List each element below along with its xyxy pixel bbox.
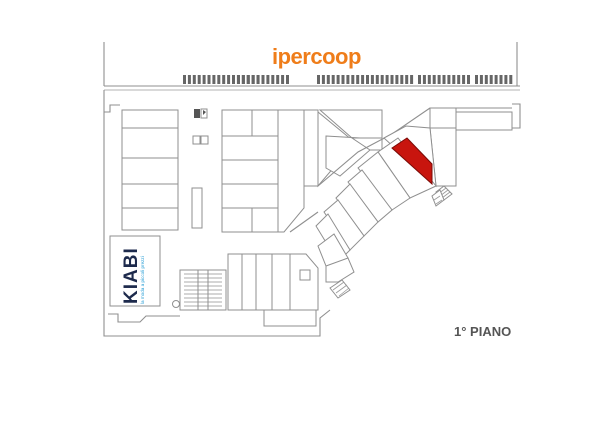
parking-stall: [390, 75, 394, 84]
parking-stall: [410, 75, 414, 84]
central-units[interactable]: [221, 109, 383, 233]
parking-stall: [187, 75, 191, 84]
parking-stall: [442, 75, 446, 84]
parking-stall: [321, 75, 325, 84]
parking-stall: [271, 75, 275, 84]
parking-stall: [385, 75, 389, 84]
escalator-icon: [431, 185, 453, 207]
parking-stall: [241, 75, 245, 84]
kiabi-logo: KIABI: [121, 247, 142, 304]
parking-stall: [202, 75, 206, 84]
service-icons: [191, 108, 209, 229]
parking-stall: [437, 75, 441, 84]
parking-stall: [475, 75, 478, 84]
parking-stall: [484, 75, 488, 84]
parking-stall: [281, 75, 285, 84]
parking-stall: [405, 75, 409, 84]
parking-stall: [336, 75, 340, 84]
parking-stall: [422, 75, 426, 84]
ipercoop-logo: ipercoop: [272, 44, 361, 69]
escalator-bank: [172, 269, 227, 311]
parking-stall: [366, 75, 369, 84]
parking-stall: [494, 75, 498, 84]
parking-stall: [457, 75, 461, 84]
parking-stall: [232, 75, 235, 84]
parking-stall: [400, 75, 404, 84]
parking-stall: [183, 75, 186, 84]
parking-stall: [346, 75, 350, 84]
parking-stall: [222, 75, 226, 84]
parking-stall: [489, 75, 493, 84]
left-units[interactable]: [109, 109, 179, 307]
parking-stall: [432, 75, 436, 84]
highlighted-store[interactable]: [391, 137, 433, 186]
parking-stall: [499, 75, 503, 84]
elevator-icon: [192, 135, 209, 145]
parking-stall: [479, 75, 483, 84]
parking-stall: [237, 75, 240, 84]
parking-stall: [251, 75, 255, 84]
kiabi-tagline: la moda a piccoli prezzi: [140, 256, 145, 304]
stairs-block: [191, 187, 203, 229]
parking-stall: [326, 75, 330, 84]
parking-stall: [509, 75, 513, 84]
stairs-icon: [329, 279, 351, 299]
parking-stall: [447, 75, 451, 84]
parking-stall: [356, 75, 360, 84]
parking-stalls: [183, 75, 513, 84]
ipercoop-area[interactable]: ipercoop: [103, 42, 520, 91]
bottom-units[interactable]: [227, 253, 319, 327]
parking-stall: [266, 75, 270, 84]
kiabi-store[interactable]: KIABI la moda a piccoli prezzi: [121, 247, 145, 304]
parking-stall: [256, 75, 260, 84]
parking-stall: [361, 75, 365, 84]
parking-stall: [217, 75, 221, 84]
floor-label: 1° PIANO: [454, 324, 511, 339]
parking-stall: [197, 75, 201, 84]
parking-stall: [467, 75, 470, 84]
parking-stall: [331, 75, 335, 84]
parking-stall: [351, 75, 355, 84]
parking-stall: [380, 75, 384, 84]
parking-stall: [317, 75, 320, 84]
parking-stall: [462, 75, 466, 84]
parking-stall: [227, 75, 231, 84]
parking-stall: [207, 75, 211, 84]
parking-stall: [504, 75, 508, 84]
parking-stall: [212, 75, 216, 84]
parking-stall: [246, 75, 250, 84]
parking-stall: [286, 75, 289, 84]
parking-stall: [261, 75, 265, 84]
parking-stall: [375, 75, 379, 84]
parking-stall: [452, 75, 456, 84]
corridor-units[interactable]: [317, 110, 383, 188]
toilet-icon: [194, 108, 208, 119]
parking-stall: [427, 75, 431, 84]
parking-stall: [192, 75, 196, 84]
parking-stall: [370, 75, 374, 84]
parking-stall: [418, 75, 421, 84]
parking-stall: [395, 75, 399, 84]
parking-stall: [341, 75, 345, 84]
parking-stall: [276, 75, 280, 84]
